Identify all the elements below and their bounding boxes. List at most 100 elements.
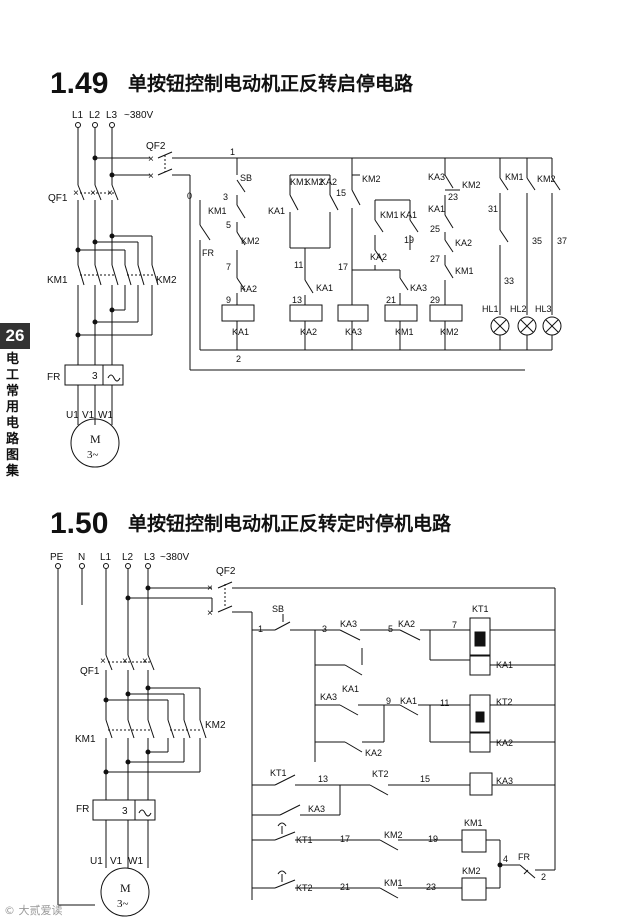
label-fr-main-b: FR: [76, 804, 89, 815]
node-17-b: 17: [340, 834, 350, 844]
label-km1-c2: KM1: [290, 177, 309, 187]
coil-ka1-b: [469, 654, 491, 676]
node-9: 9: [226, 295, 231, 305]
label-hl2: HL2: [510, 304, 527, 314]
diagram-150: PE N L1 L2 L3 ~380V QF2 QF1 KM1 KM2 FR U…: [50, 552, 556, 917]
label-ka3-r2: KA3: [320, 692, 337, 702]
motor-149-phase: 3~: [87, 449, 99, 461]
label-fr-contact-b: FR: [518, 852, 530, 862]
fr-thermal-relay: [64, 364, 124, 386]
title-149-number: 1.49: [50, 67, 108, 100]
label-km1-r5: KM1: [384, 878, 403, 888]
label-kt1-coil: KT1: [472, 604, 489, 614]
motor-150: [100, 867, 150, 917]
node-29: 29: [430, 295, 440, 305]
label-qf1-b: QF1: [80, 666, 100, 677]
label-hl3: HL3: [535, 304, 552, 314]
node-5: 5: [226, 220, 231, 230]
label-km2-coil: KM2: [440, 327, 459, 337]
node-17: 17: [338, 262, 348, 272]
label-pe: PE: [50, 552, 64, 563]
label-n: N: [78, 552, 85, 563]
label-l3-b: L3: [144, 552, 156, 563]
label-km1-coil-b: KM1: [464, 818, 483, 828]
label-ka1-c4: KA1: [400, 210, 417, 220]
label-qf2: QF2: [146, 141, 166, 152]
node-27: 27: [430, 254, 440, 264]
label-u1: U1: [66, 410, 79, 421]
node-15: 15: [336, 188, 346, 198]
label-km2-main-b: KM2: [205, 720, 226, 731]
node-11: 11: [294, 260, 303, 270]
svg-text:×: ×: [207, 583, 213, 594]
label-v1-b: V1: [110, 856, 123, 867]
book-section-label: 电工常用电路图集: [6, 352, 20, 479]
node-5-b: 5: [388, 624, 393, 634]
label-km2-c2: KM2: [305, 177, 324, 187]
label-ka2-c4: KA2: [370, 252, 387, 262]
coil-kt1: [469, 617, 491, 657]
label-ka3-coil: KA3: [345, 327, 362, 337]
label-sb: SB: [240, 173, 252, 183]
label-kt1-r3: KT1: [270, 768, 287, 778]
title-150-text: 单按钮控制电动机正反转定时停机电路: [128, 512, 452, 535]
label-u1-b: U1: [90, 856, 103, 867]
label-km1-c1: KM1: [208, 206, 227, 216]
diagram-149: L1 L2 L3 ~380V QF2 QF1 KM1 KM2 FR U1 V1 …: [47, 110, 567, 468]
label-ka2-r2b: KA2: [365, 748, 382, 758]
motor-149-label: M: [90, 432, 101, 446]
node-21-b: 21: [340, 882, 350, 892]
label-ka1-r1b: KA1: [342, 684, 359, 694]
label-km1-lamp: KM1: [505, 172, 524, 182]
node-2: 2: [236, 354, 241, 364]
label-hl1: HL1: [482, 304, 499, 314]
label-km2-c3: KM2: [362, 174, 381, 184]
label-ka1-coil: KA1: [232, 327, 249, 337]
label-ka2-r1: KA2: [398, 619, 415, 629]
label-ka1-c5: KA1: [428, 204, 445, 214]
motor-149: [70, 418, 120, 468]
label-qf2-b: QF2: [216, 566, 236, 577]
svg-text:×: ×: [100, 656, 106, 667]
label-km1-main-b: KM1: [75, 734, 96, 745]
label-l1-b: L1: [100, 552, 112, 563]
svg-text:×: ×: [207, 608, 213, 619]
node-7-b: 7: [452, 620, 457, 630]
svg-text:×: ×: [73, 188, 79, 199]
label-qf1: QF1: [48, 193, 68, 204]
coil-km1-b: [461, 829, 487, 853]
coil-km2: [429, 304, 463, 322]
label-w1: W1: [98, 410, 113, 421]
node-19: 19: [404, 235, 414, 245]
label-km2-c1: KM2: [241, 236, 260, 246]
coil-km2-b: [461, 877, 487, 901]
node-25: 25: [430, 224, 440, 234]
label-km2-lamp: KM2: [537, 174, 556, 184]
node-0: 0: [187, 191, 192, 201]
label-kt2-r3: KT2: [372, 769, 389, 779]
label-ka2-coil-b: KA2: [496, 738, 513, 748]
label-ka2-c5: KA2: [455, 238, 472, 248]
node-2-b: 2: [541, 872, 546, 882]
label-ka2-coil: KA2: [300, 327, 317, 337]
label-v1: V1: [82, 410, 95, 421]
motor-150-label: M: [120, 881, 131, 895]
label-l1: L1: [72, 110, 84, 121]
label-ka2-c1: KA2: [240, 284, 257, 294]
label-ka1-c2: KA1: [268, 206, 285, 216]
node-23: 23: [448, 192, 458, 202]
label-fr-contact: FR: [202, 248, 214, 258]
node-31: 31: [488, 204, 498, 214]
coil-ka3-b: [469, 772, 493, 796]
label-fr-main: FR: [47, 372, 60, 383]
node-1-b: 1: [258, 624, 263, 634]
label-kt2-coil: KT2: [496, 697, 513, 707]
svg-text:×: ×: [148, 171, 154, 182]
label-ka1-r2: KA1: [400, 696, 417, 706]
node-9-b: 9: [386, 696, 391, 706]
coil-ka1: [221, 304, 255, 322]
fr-relay-number-b: 3: [122, 806, 128, 817]
svg-text:×: ×: [148, 154, 154, 165]
label-sb-b: SB: [272, 604, 284, 614]
